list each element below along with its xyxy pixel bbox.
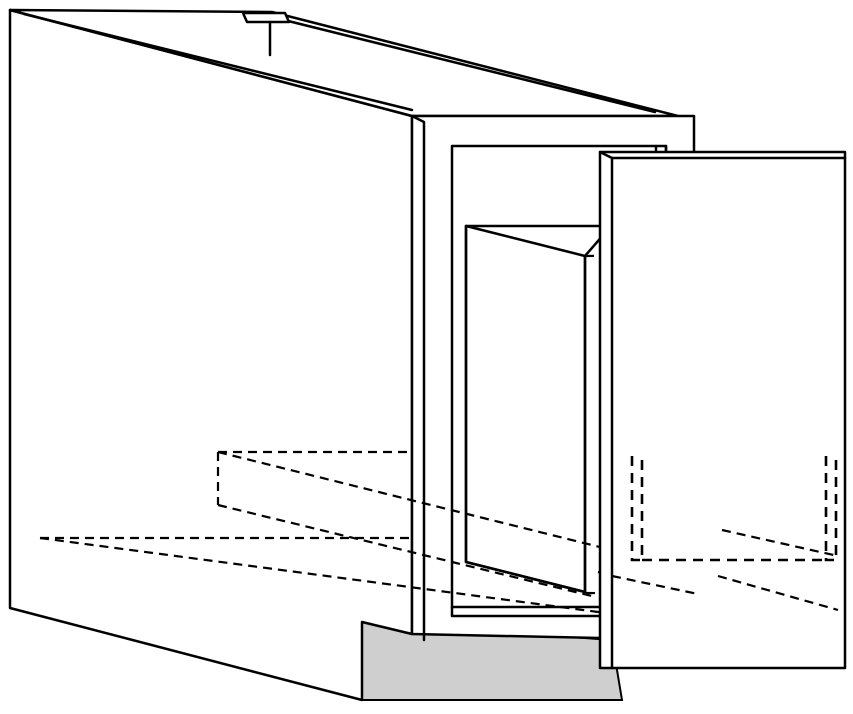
door-panel — [598, 150, 847, 670]
tray-back-panel — [464, 224, 613, 594]
hidden-upper-shelf — [216, 450, 653, 599]
door-hidden-brackets — [611, 456, 839, 612]
cabinet-side-panel — [8, 8, 414, 702]
top-mounting-bracket — [241, 11, 291, 57]
